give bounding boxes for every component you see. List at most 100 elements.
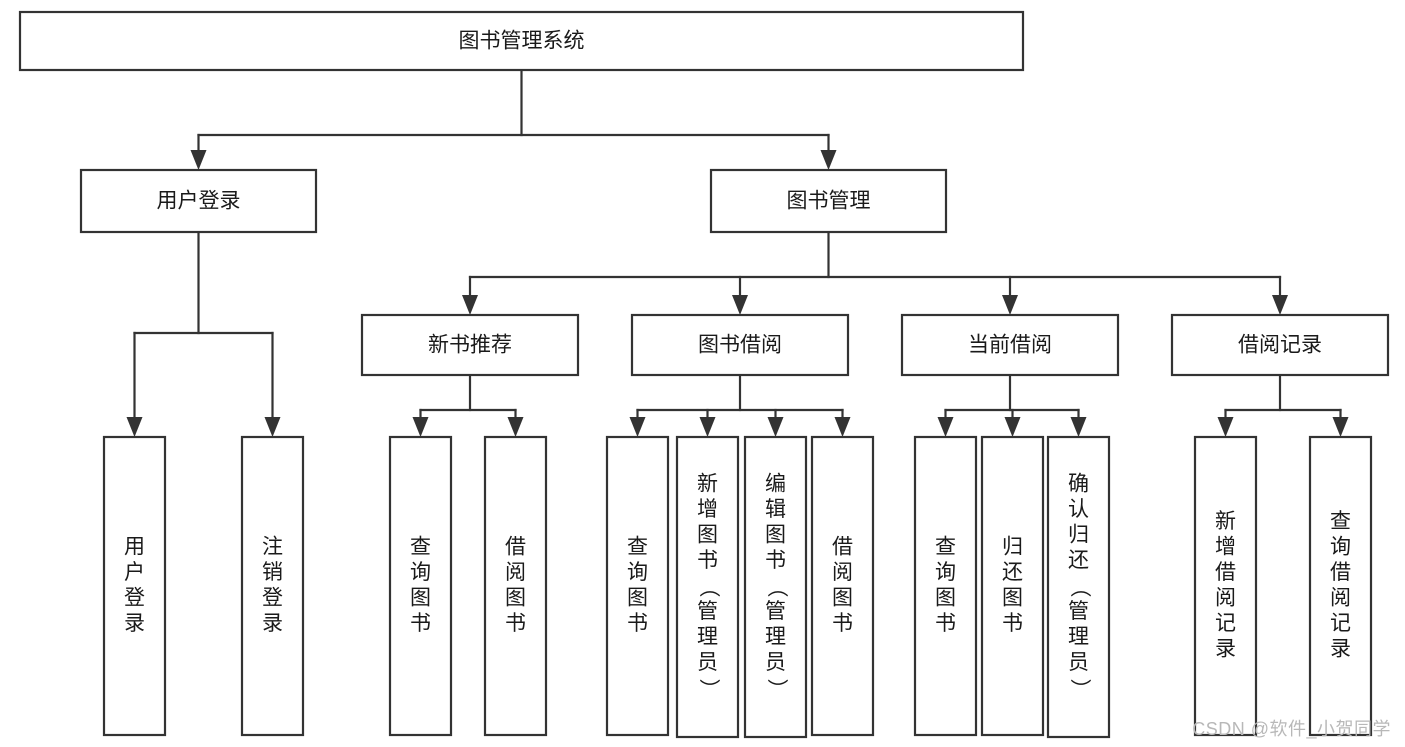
- arrow-head-icon: [937, 417, 954, 437]
- label-char: 书: [765, 549, 786, 572]
- arrow-head-icon: [1332, 417, 1349, 437]
- leaf-cur-query-book[interactable]: [913, 435, 978, 737]
- label-char: 书: [410, 612, 431, 635]
- label-char: 图: [935, 586, 956, 609]
- leaf-borrow-query-book[interactable]: [605, 435, 670, 737]
- arrow-head-icon: [264, 417, 281, 437]
- label-char: 用: [124, 535, 145, 558]
- arrow-head-icon: [190, 150, 207, 170]
- node-current-borrow-label: 当前借阅: [968, 334, 1052, 357]
- node-new-book-recommendation[interactable]: [360, 313, 580, 377]
- label-char: 图: [410, 586, 431, 609]
- leaf-borrow-edit-book[interactable]: [743, 435, 808, 739]
- label-char: 图: [832, 586, 853, 609]
- leaf-user-login[interactable]: [102, 435, 167, 737]
- label-char: （: [765, 577, 788, 598]
- node-current-borrow[interactable]: [900, 313, 1120, 377]
- label-char: 录: [262, 612, 283, 635]
- label-char: 阅: [832, 561, 853, 584]
- label-char: 管: [765, 600, 786, 623]
- label-char: 理: [697, 626, 718, 649]
- label-char: 查: [627, 535, 648, 558]
- label-char: 还: [1002, 561, 1023, 584]
- label-char: 借: [1330, 561, 1351, 584]
- label-char: 询: [1330, 535, 1351, 558]
- arrow-head-icon: [699, 417, 716, 437]
- label-char: 询: [410, 561, 431, 584]
- node-book-borrow[interactable]: [630, 313, 850, 377]
- arrow-head-icon: [732, 295, 748, 315]
- label-char: 书: [627, 612, 648, 635]
- node-book-management-system[interactable]: [18, 10, 1025, 72]
- watermark: CSDN @软件_小贺同学: [1192, 719, 1391, 739]
- label-char: 记: [1215, 612, 1236, 635]
- label-char: 书: [505, 612, 526, 635]
- label-char: 员: [1068, 651, 1089, 674]
- label-char: 图: [627, 586, 648, 609]
- label-char: 编: [765, 473, 786, 496]
- label-char: 销: [262, 561, 283, 584]
- label-char: 书: [935, 612, 956, 635]
- label-char: 理: [765, 626, 786, 649]
- leaf-user-logout[interactable]: [240, 435, 305, 737]
- label-char: 员: [697, 651, 718, 674]
- label-char: 新: [697, 473, 718, 496]
- label-char: 登: [262, 586, 283, 609]
- label-char: 查: [410, 535, 431, 558]
- label-char: 注: [262, 535, 283, 558]
- node-book-management-system-label: 图书管理系统: [459, 30, 585, 53]
- arrow-head-icon: [629, 417, 646, 437]
- label-char: 归: [1002, 535, 1023, 558]
- label-char: 录: [1330, 637, 1351, 660]
- node-user-login[interactable]: [79, 168, 318, 234]
- label-char: 阅: [1330, 586, 1351, 609]
- label-char: 辑: [765, 498, 786, 521]
- node-borrow-record-label: 借阅记录: [1238, 334, 1322, 357]
- leaf-rec-borrow-book[interactable]: [483, 435, 548, 737]
- label-char: 归: [1068, 524, 1089, 547]
- label-char: 录: [124, 612, 145, 635]
- leaf-rec-add-record[interactable]: [1193, 435, 1258, 737]
- label-char: ）: [765, 679, 788, 700]
- label-char: 新: [1215, 510, 1236, 533]
- arrow-head-icon: [1002, 295, 1018, 315]
- node-borrow-record[interactable]: [1170, 313, 1390, 377]
- label-char: 认: [1068, 498, 1089, 521]
- label-char: 户: [124, 561, 145, 584]
- leaf-borrow-borrow-book[interactable]: [810, 435, 875, 737]
- label-char: ）: [697, 679, 720, 700]
- node-new-book-recommendation-label: 新书推荐: [428, 334, 512, 357]
- arrow-head-icon: [834, 417, 851, 437]
- node-book-management[interactable]: [709, 168, 948, 234]
- leaf-cur-confirm-return[interactable]: [1046, 435, 1111, 739]
- label-char: 图: [1002, 586, 1023, 609]
- leaf-cur-return-book[interactable]: [980, 435, 1045, 737]
- leaf-rec-query-book[interactable]: [388, 435, 453, 737]
- label-char: ）: [1068, 679, 1091, 700]
- arrow-head-icon: [1272, 295, 1288, 315]
- label-char: 录: [1215, 637, 1236, 660]
- arrow-head-icon: [767, 417, 784, 437]
- leaf-user-login-label: 用户登录: [124, 535, 145, 635]
- label-char: 还: [1068, 549, 1089, 572]
- arrow-head-icon: [412, 417, 429, 437]
- label-char: 借: [1215, 561, 1236, 584]
- label-char: 查: [935, 535, 956, 558]
- leaf-borrow-add-book[interactable]: [675, 435, 740, 739]
- label-char: 阅: [505, 561, 526, 584]
- label-char: 查: [1330, 510, 1351, 533]
- label-char: 图: [765, 524, 786, 547]
- node-user-login-label: 用户登录: [157, 190, 241, 213]
- arrow-head-icon: [126, 417, 143, 437]
- connector-group: [126, 68, 1349, 437]
- leaf-rec-query-record[interactable]: [1308, 435, 1373, 737]
- label-char: （: [697, 577, 720, 598]
